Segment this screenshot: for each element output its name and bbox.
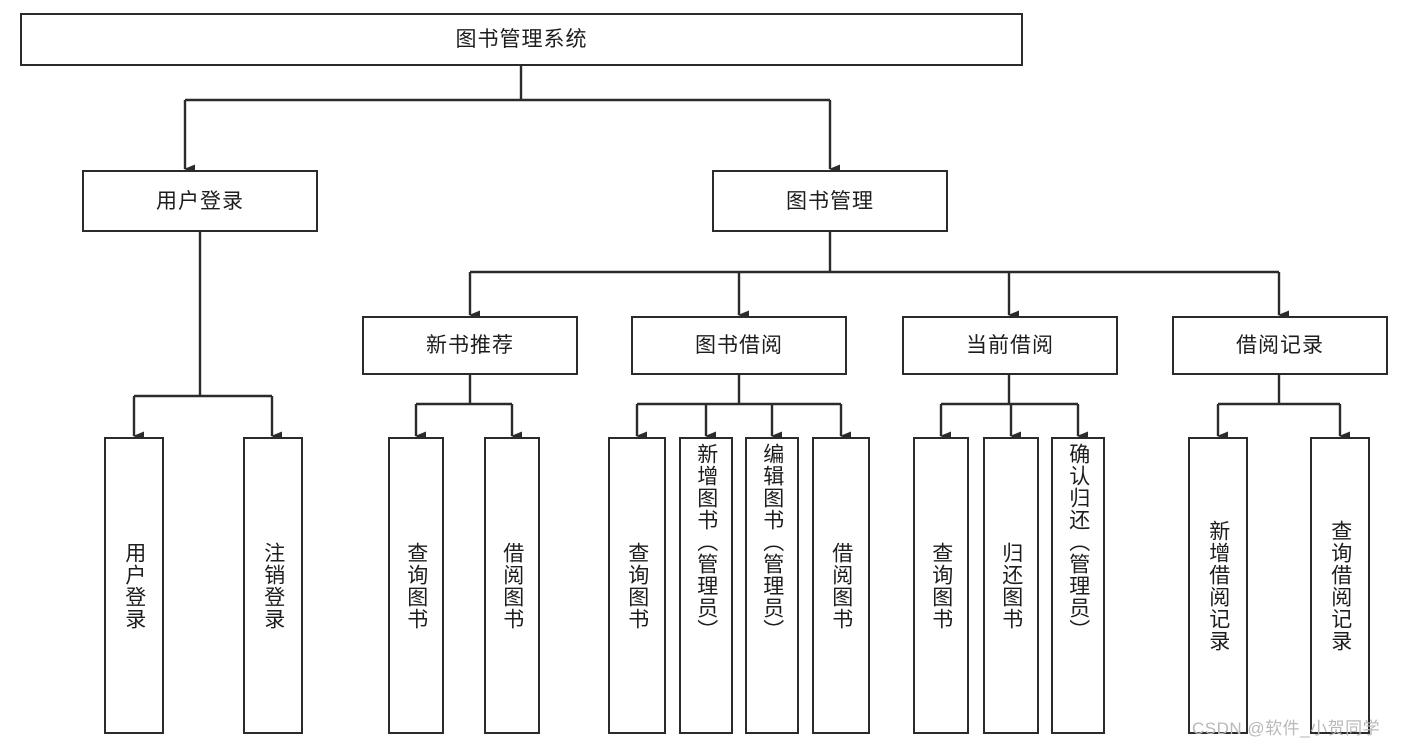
- node-label-leaf-query-record: 查询借阅记录: [1328, 519, 1352, 652]
- node-leaf-query-record[interactable]: 查询借阅记录: [1310, 437, 1370, 734]
- node-new-book-rec[interactable]: 新书推荐: [362, 316, 578, 375]
- node-root[interactable]: 图书管理系统: [20, 13, 1023, 66]
- node-leaf-query-book-1[interactable]: 查询图书: [388, 437, 444, 734]
- node-leaf-edit-book[interactable]: 编辑图书（管理员）: [745, 437, 799, 734]
- node-label-root: 图书管理系统: [455, 28, 588, 51]
- node-leaf-add-book[interactable]: 新增图书（管理员）: [679, 437, 733, 734]
- node-label-book-borrow: 图书借阅: [695, 334, 783, 357]
- node-label-user-login: 用户登录: [156, 189, 244, 213]
- node-user-login[interactable]: 用户登录: [82, 170, 318, 232]
- node-leaf-return-book[interactable]: 归还图书: [983, 437, 1039, 734]
- connector-group: [132, 66, 1350, 441]
- node-book-borrow[interactable]: 图书借阅: [631, 316, 847, 375]
- node-label-leaf-borrow-book-2: 借阅图书: [829, 541, 853, 630]
- node-leaf-borrow-book-1[interactable]: 借阅图书: [484, 437, 540, 734]
- node-label-leaf-borrow-book-1: 借阅图书: [500, 541, 524, 630]
- node-leaf-query-book-3[interactable]: 查询图书: [913, 437, 969, 734]
- node-borrow-record[interactable]: 借阅记录: [1172, 316, 1388, 375]
- node-leaf-add-record[interactable]: 新增借阅记录: [1188, 437, 1248, 734]
- node-leaf-borrow-book-2[interactable]: 借阅图书: [812, 437, 870, 734]
- node-label-leaf-edit-book: 编辑图书（管理员）: [760, 443, 784, 641]
- node-leaf-confirm-return[interactable]: 确认归还（管理员）: [1051, 437, 1105, 734]
- node-label-leaf-query-book-2: 查询图书: [625, 541, 649, 630]
- node-book-manage[interactable]: 图书管理: [712, 170, 948, 232]
- node-label-book-manage: 图书管理: [786, 189, 874, 213]
- node-label-leaf-confirm-return: 确认归还（管理员）: [1066, 443, 1090, 641]
- node-leaf-query-book-2[interactable]: 查询图书: [608, 437, 666, 734]
- node-leaf-logout[interactable]: 注销登录: [243, 437, 303, 734]
- node-current-borrow[interactable]: 当前借阅: [902, 316, 1118, 375]
- node-label-leaf-query-book-3: 查询图书: [929, 541, 953, 630]
- node-label-leaf-logout: 注销登录: [261, 541, 285, 630]
- node-label-leaf-add-record: 新增借阅记录: [1206, 519, 1230, 652]
- node-label-current-borrow: 当前借阅: [966, 334, 1054, 357]
- node-label-leaf-add-book: 新增图书（管理员）: [694, 443, 718, 641]
- node-label-leaf-user-login: 用户登录: [122, 541, 146, 630]
- node-label-leaf-return-book: 归还图书: [999, 541, 1023, 630]
- node-label-borrow-record: 借阅记录: [1236, 334, 1324, 357]
- node-label-leaf-query-book-1: 查询图书: [404, 541, 428, 630]
- node-leaf-user-login[interactable]: 用户登录: [104, 437, 164, 734]
- node-label-new-book-rec: 新书推荐: [426, 334, 514, 357]
